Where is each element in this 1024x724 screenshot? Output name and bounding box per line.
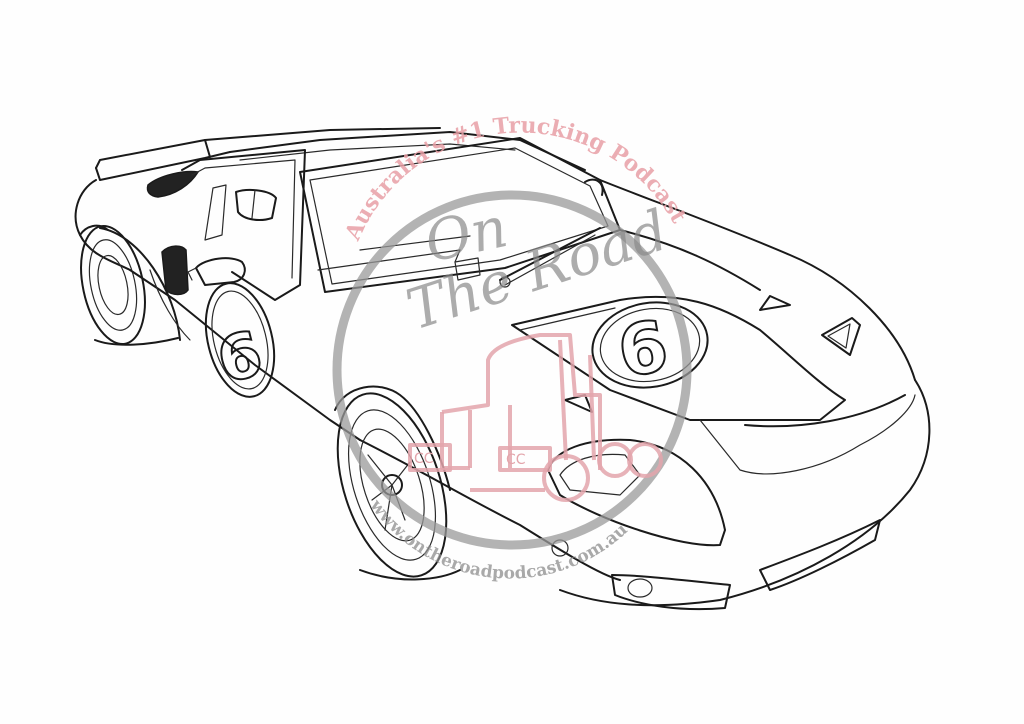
hood-race-number: 6 bbox=[612, 305, 674, 394]
truck-badge-right: CC bbox=[506, 452, 526, 468]
side-race-number: 6 bbox=[210, 316, 270, 397]
truck-badge-left: CC bbox=[414, 451, 434, 467]
watermark-ring bbox=[332, 190, 692, 550]
truck-icon: CC CC bbox=[408, 333, 663, 502]
